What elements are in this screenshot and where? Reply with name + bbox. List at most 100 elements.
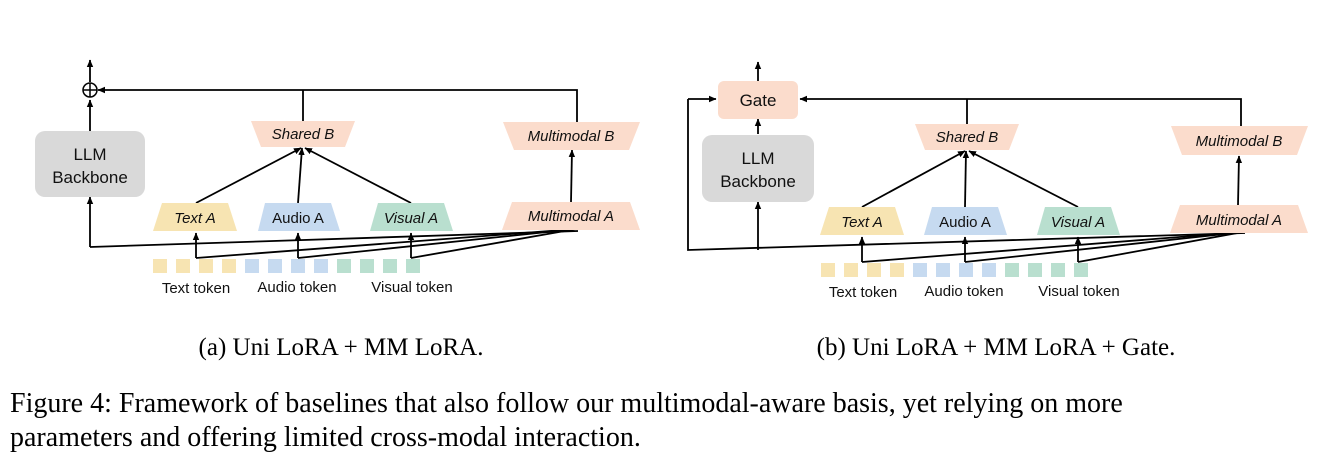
b-text-token-square: [867, 263, 881, 277]
a-text-a: Text A: [153, 203, 237, 231]
b-visual-token-square: [1005, 263, 1019, 277]
a-audio-a: Audio A: [258, 203, 340, 231]
b-visual-a-shape: [1037, 207, 1120, 235]
a-audio-token-square: [268, 259, 282, 273]
a-token-row: [153, 259, 420, 273]
b-gate-label: Gate: [740, 91, 777, 110]
b-audio-a-to-shared-b: [962, 150, 970, 208]
a-audio-token-label: Audio token: [257, 279, 336, 296]
a-multimodal-b: Multimodal B: [503, 122, 640, 150]
b-text-a-shape: [820, 207, 904, 235]
b-audio-token-square: [959, 263, 973, 277]
b-audio-token-square: [936, 263, 950, 277]
a-mm-a-to-mm-b: [568, 149, 576, 203]
a-multimodal-a-label: Multimodal A: [528, 208, 614, 225]
a-top-bus-arrow: [97, 86, 578, 122]
a-llm-backbone: LLM Backbone: [35, 131, 145, 197]
b-multimodal-b-shape: [1171, 126, 1308, 155]
b-top-bus-arrow: [799, 95, 1242, 126]
b-audio-a-shape: [924, 207, 1007, 235]
b-gate-box: [718, 81, 798, 119]
a-audio-token-square: [245, 259, 259, 273]
b-visual-token-square: [1074, 263, 1088, 277]
a-shared-b-label: Shared B: [272, 126, 335, 143]
b-text-a: Text A: [820, 207, 904, 235]
b-mm-a-to-mm-b: [1235, 155, 1243, 206]
a-backbone-box: [35, 131, 145, 197]
a-audio-token-square: [314, 259, 328, 273]
a-visual-a-shape: [370, 203, 453, 231]
a-text-token-label: Text token: [162, 280, 230, 297]
b-multimodal-a-label: Multimodal A: [1196, 212, 1282, 229]
b-shared-b-shape: [915, 124, 1019, 150]
a-multimodal-a: Multimodal A: [502, 202, 640, 230]
b-audio-token-square: [913, 263, 927, 277]
b-multimodal-a-shape: [1170, 205, 1308, 233]
a-text-a-label: Text A: [174, 210, 215, 227]
b-visual-token-square: [1028, 263, 1042, 277]
b-token-row: [821, 263, 1088, 277]
a-multimodal-b-shape: [503, 122, 640, 150]
a-shared-b-shape: [251, 121, 355, 147]
b-bus-line: [687, 99, 1246, 251]
a-text-a-to-shared-b: [195, 147, 302, 204]
b-multimodal-a: Multimodal A: [1170, 205, 1308, 233]
b-fan-audio: [964, 231, 1244, 263]
b-text-a-label: Text A: [841, 214, 882, 231]
b-shared-b-label: Shared B: [936, 129, 999, 146]
a-text-token-square: [176, 259, 190, 273]
b-fan-text: [861, 231, 1244, 263]
b-text-token-square: [844, 263, 858, 277]
b-shared-b: Shared B: [915, 124, 1019, 150]
a-audio-a-shape: [258, 203, 340, 231]
a-fan-visual: [410, 228, 577, 259]
a-text-token-square: [153, 259, 167, 273]
b-audio-a: Audio A: [924, 207, 1007, 235]
b-llm-backbone: LLM Backbone: [702, 135, 814, 202]
a-text-token-square: [222, 259, 236, 273]
a-text-a-shape: [153, 203, 237, 231]
b-subcaption: (b) Uni LoRA + MM LoRA + Gate.: [817, 334, 1176, 361]
a-visual-token-square: [406, 259, 420, 273]
b-backbone-line1: LLM: [741, 149, 774, 168]
b-backbone-line2: Backbone: [720, 172, 796, 191]
a-fan-text: [195, 228, 577, 259]
a-multimodal-a-shape: [502, 202, 640, 230]
b-visual-token-square: [1051, 263, 1065, 277]
a-fan-audio: [297, 228, 577, 259]
a-visual-token-square: [383, 259, 397, 273]
b-gate: Gate: [718, 81, 798, 119]
b-audio-token-label: Audio token: [924, 283, 1003, 300]
a-text-token-square: [199, 259, 213, 273]
a-sum-node: [82, 82, 98, 98]
panel-b-edges: [687, 61, 1246, 263]
a-subcaption: (a) Uni LoRA + MM LoRA.: [199, 334, 484, 361]
panel-a-edges: [86, 59, 579, 259]
a-shared-b: Shared B: [251, 121, 355, 147]
a-backbone-line2: Backbone: [52, 168, 128, 187]
b-multimodal-b: Multimodal B: [1171, 126, 1308, 155]
a-visual-a: Visual A: [370, 203, 453, 231]
b-visual-a: Visual A: [1037, 207, 1120, 235]
panel-b: Gate LLM Backbone Shared B Multimodal B …: [687, 61, 1308, 361]
b-audio-token-square: [982, 263, 996, 277]
b-visual-a-label: Visual A: [1051, 214, 1105, 231]
a-visual-token-square: [360, 259, 374, 273]
b-visual-token-label: Visual token: [1038, 283, 1119, 300]
figure-caption-line1: Figure 4: Framework of baselines that al…: [10, 388, 1123, 419]
a-audio-a-to-shared-b: [297, 147, 305, 204]
panel-a: LLM Backbone Shared B Multimodal B Text …: [35, 59, 640, 361]
figure-caption-line2: parameters and offering limited cross-mo…: [10, 422, 641, 453]
a-multimodal-b-label: Multimodal B: [528, 128, 615, 145]
b-text-token-square: [890, 263, 904, 277]
a-visual-a-to-shared-b: [304, 147, 412, 204]
b-text-token-square: [821, 263, 835, 277]
b-text-a-to-shared-b: [861, 150, 966, 208]
b-multimodal-b-label: Multimodal B: [1196, 133, 1283, 150]
b-audio-a-label: Audio A: [939, 214, 991, 231]
b-backbone-box: [702, 135, 814, 202]
a-visual-token-square: [337, 259, 351, 273]
a-audio-token-square: [291, 259, 305, 273]
b-visual-a-to-shared-b: [968, 150, 1079, 208]
